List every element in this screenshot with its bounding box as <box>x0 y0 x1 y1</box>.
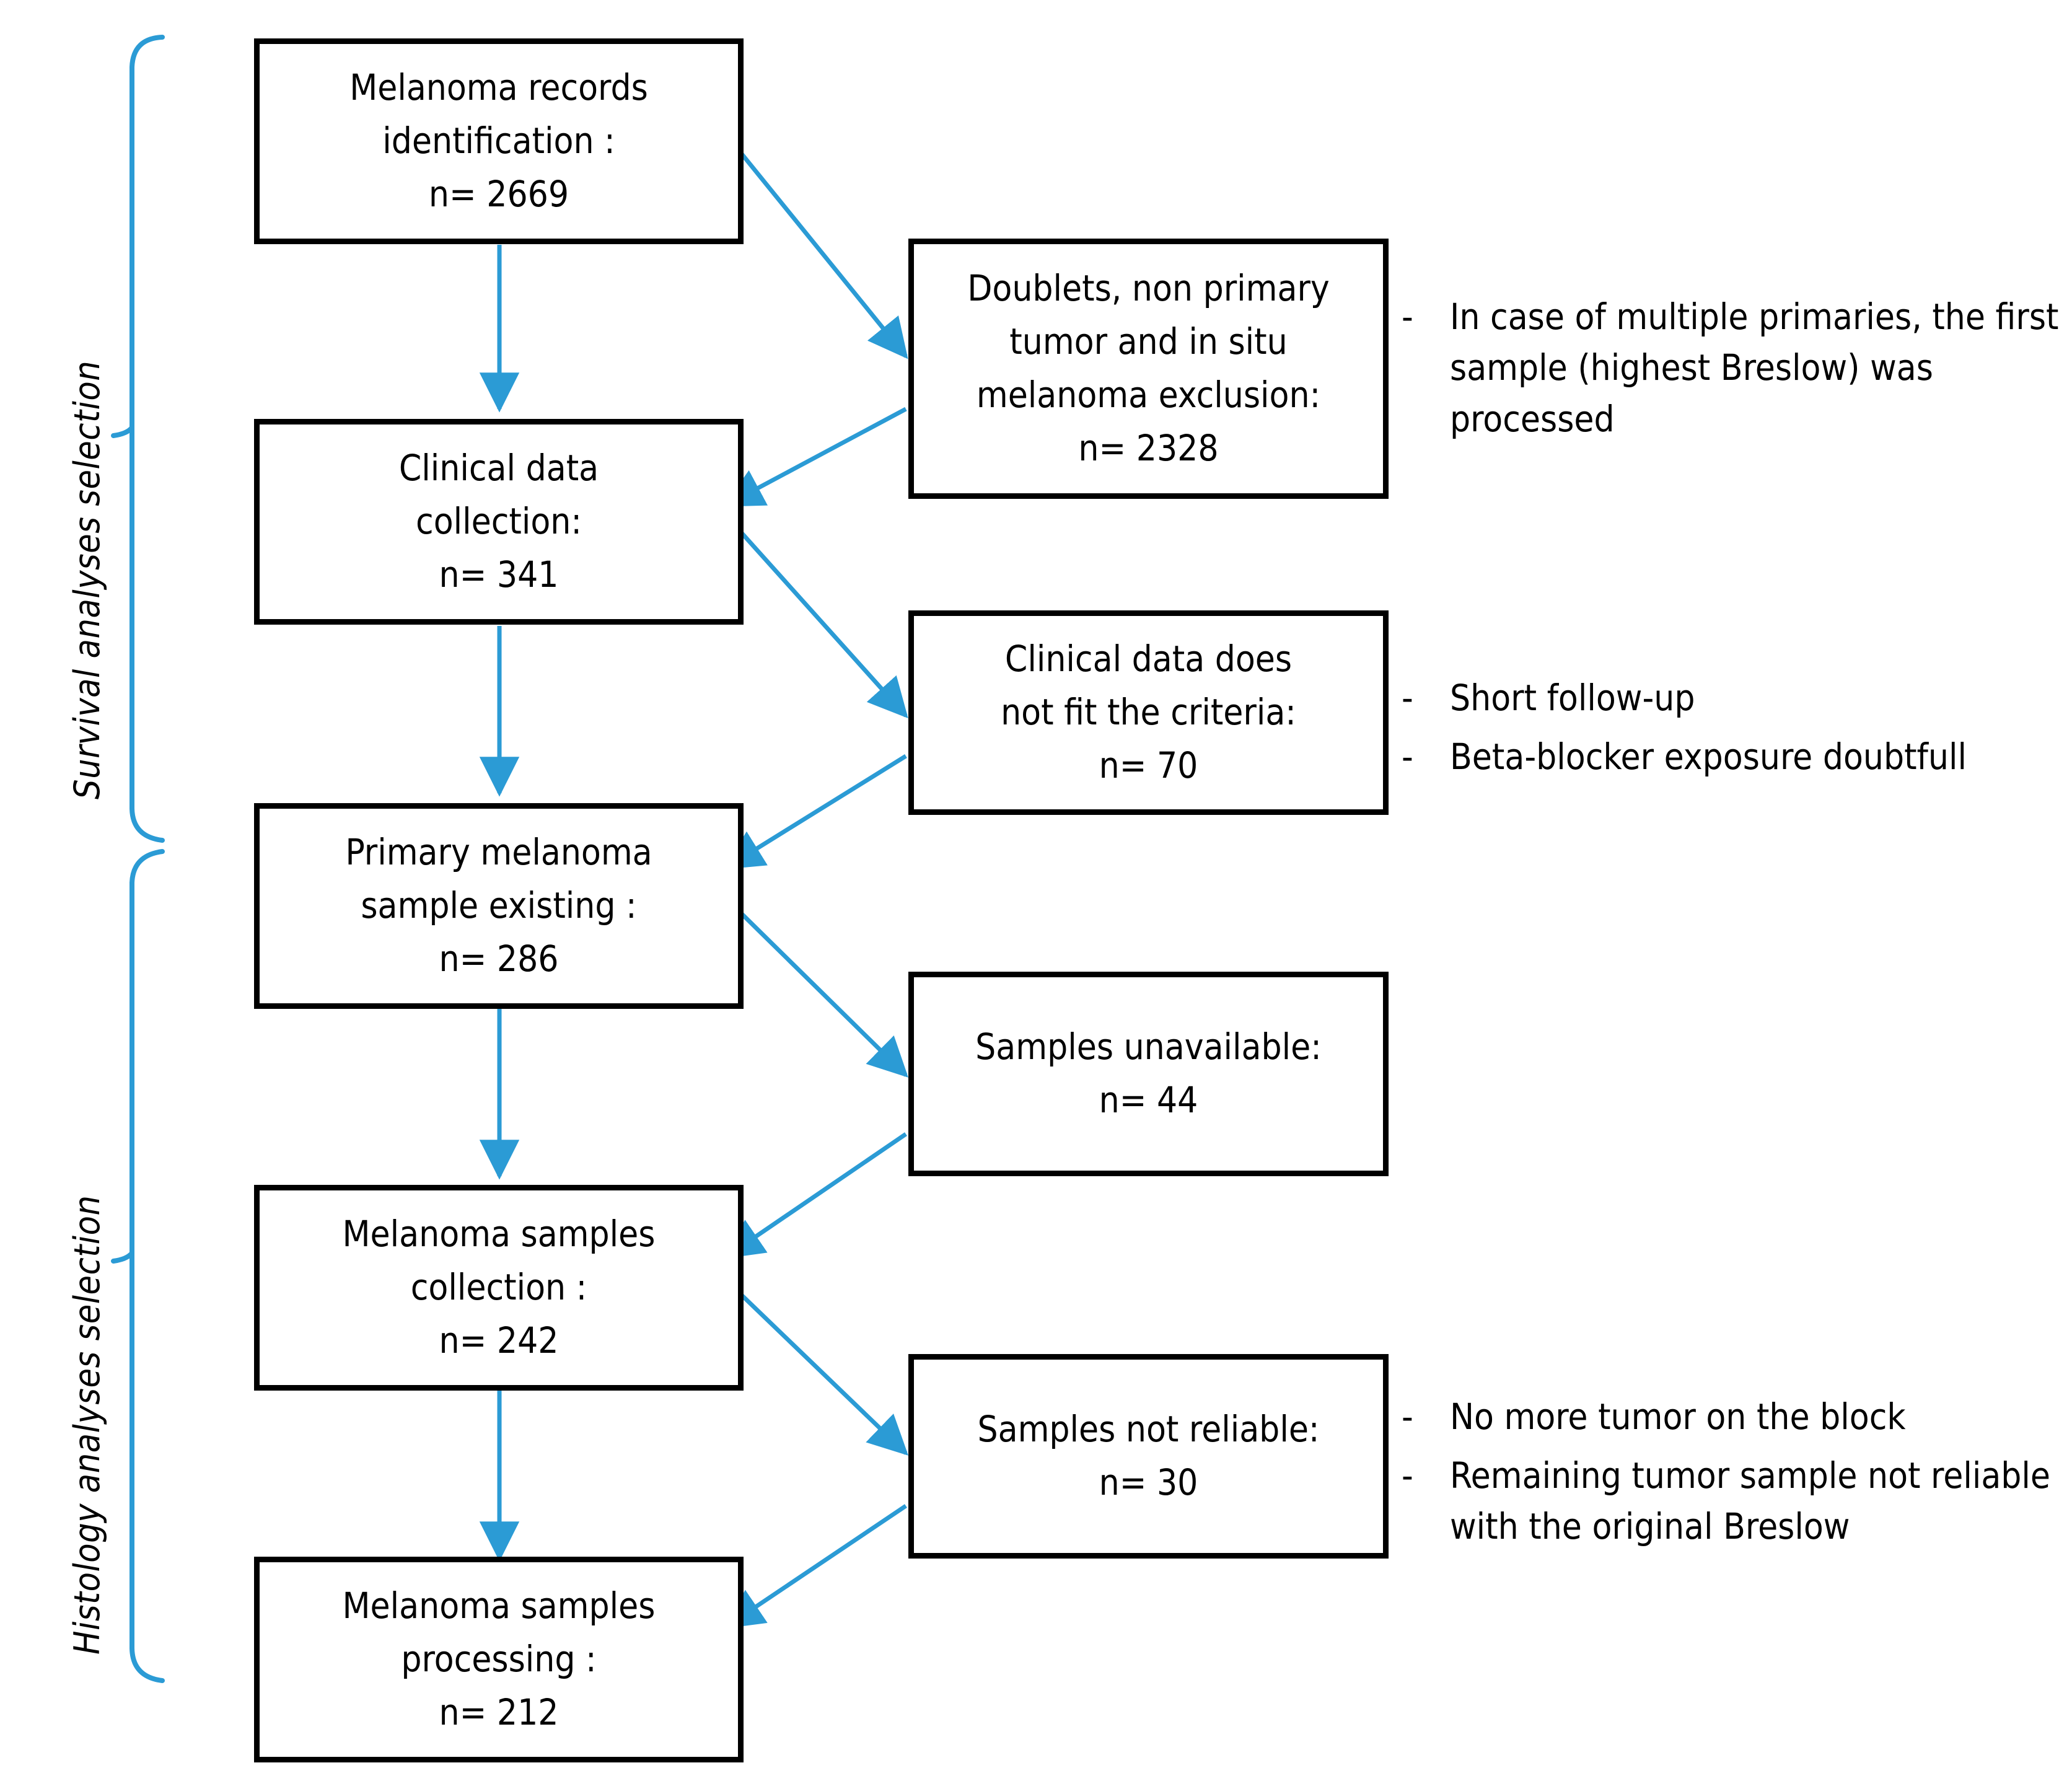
note-no-more-tumor: - No more tumor on the block <box>1402 1391 2065 1442</box>
node-line: n= 2328 <box>1078 426 1219 469</box>
node-samples-unavailable: Samples unavailable: n= 44 <box>908 972 1389 1176</box>
note-multiple-primaries: - In case of multiple primaries, the fir… <box>1402 291 2065 444</box>
node-line: identification : <box>382 120 615 162</box>
node-line: Melanoma samples <box>342 1213 656 1256</box>
node-line: tumor and in situ <box>1009 320 1288 363</box>
node-line: Clinical data does <box>1004 638 1293 680</box>
arrow-to-not-reliable <box>723 1277 909 1456</box>
node-line: n= 2669 <box>428 172 569 215</box>
note-line: No more tumor on the block <box>1450 1396 1906 1438</box>
node-line: n= 341 <box>439 553 559 596</box>
bullet-dash: - <box>1402 1454 1413 1497</box>
node-primary-melanoma-sample-existing: Primary melanoma sample existing : n= 28… <box>254 803 744 1009</box>
bullet-dash: - <box>1402 296 1413 338</box>
node-melanoma-samples-collection: Melanoma samples collection : n= 242 <box>254 1185 744 1391</box>
node-melanoma-records-identification: Melanoma records identification : n= 266… <box>254 38 744 244</box>
bullet-dash: - <box>1402 1396 1413 1438</box>
arrow-unavailable-to-collection <box>723 1132 907 1259</box>
note-beta-blocker: - Beta-blocker exposure doubtfull <box>1402 731 2065 782</box>
node-line: Clinical data <box>398 447 599 490</box>
node-line: n= 44 <box>1099 1079 1198 1121</box>
node-doublets-exclusion: Doublets, non primary tumor and in situ … <box>908 239 1389 499</box>
node-melanoma-samples-processing: Melanoma samples processing : n= 212 <box>254 1557 744 1762</box>
node-line: melanoma exclusion: <box>976 374 1321 416</box>
bullet-dash: - <box>1402 736 1413 778</box>
group-label-histology: Histology analyses selection <box>67 1195 108 1655</box>
note-line: Breslow) was processed <box>1450 346 1933 440</box>
note-remaining-tumor: - Remaining tumor sample not reliable wi… <box>1402 1450 2065 1552</box>
node-line: Melanoma samples <box>342 1585 656 1627</box>
group-label-survival: Survival analyses selection <box>67 360 108 799</box>
node-line: not fit the criteria: <box>1001 691 1296 734</box>
note-line: Beta-blocker exposure <box>1450 736 1813 778</box>
note-line: In case of multiple primaries, <box>1450 296 1922 338</box>
node-line: n= 242 <box>439 1319 559 1361</box>
node-line: n= 70 <box>1099 744 1198 786</box>
arrow-to-doublets <box>723 131 908 359</box>
node-line: Samples not reliable: <box>977 1408 1320 1451</box>
node-line: Primary melanoma <box>345 831 652 874</box>
node-line: n= 212 <box>439 1691 559 1733</box>
node-line: Doublets, non primary <box>967 267 1330 310</box>
node-line: processing : <box>401 1638 597 1681</box>
note-line: Remaining tumor sample not <box>1450 1454 1921 1497</box>
node-line: sample existing : <box>361 884 637 927</box>
node-line: n= 30 <box>1099 1461 1198 1503</box>
bracket-histology <box>111 849 165 1683</box>
note-line: the first sample (highest <box>1450 296 2059 389</box>
node-line: collection : <box>410 1266 587 1309</box>
bullet-dash: - <box>1402 677 1413 719</box>
note-line: Short follow-up <box>1450 677 1695 719</box>
node-samples-not-reliable: Samples not reliable: n= 30 <box>908 1354 1389 1559</box>
note-short-followup: - Short follow-up <box>1402 672 2065 723</box>
node-clinical-data-criteria: Clinical data does not fit the criteria:… <box>908 610 1389 815</box>
arrow-criteria-to-primary <box>723 754 907 869</box>
node-clinical-data-collection: Clinical data collection: n= 341 <box>254 419 744 625</box>
note-line: doubtfull <box>1822 736 1967 778</box>
note-line: Breslow <box>1723 1505 1850 1548</box>
node-line: n= 286 <box>439 937 559 980</box>
bracket-survival <box>111 35 165 843</box>
arrow-to-unavailable <box>723 895 908 1078</box>
node-line: Melanoma records <box>349 66 648 109</box>
arrow-notreliable-to-processing <box>723 1504 907 1629</box>
arrow-to-criteria <box>723 512 908 719</box>
note-line: reliable with the original <box>1450 1454 2051 1548</box>
node-line: Samples unavailable: <box>975 1026 1322 1068</box>
arrow-doublets-to-clinical <box>723 407 907 508</box>
node-line: collection: <box>416 500 582 543</box>
